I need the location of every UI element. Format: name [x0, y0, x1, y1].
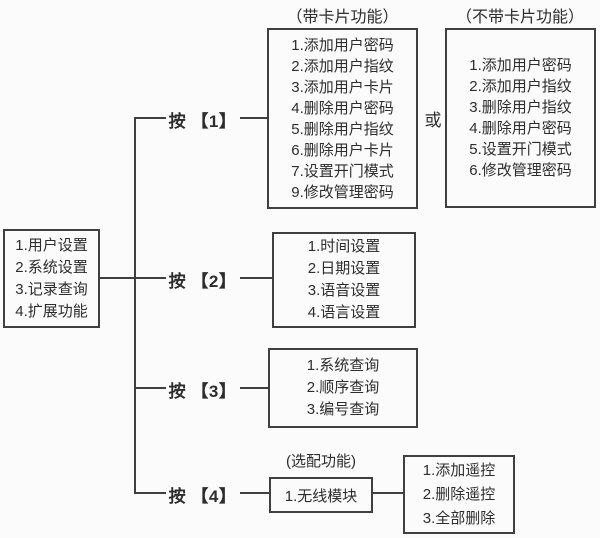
menu-item: 1.添加遥控 — [422, 461, 496, 479]
menu-item: 1.添加用户密码 — [291, 36, 394, 54]
branch-label-press-4: 按 【4】 — [168, 487, 237, 506]
menu-item: 1.添加用户密码 — [469, 57, 572, 74]
menu-item: 2.日期设置 — [307, 260, 381, 277]
menu-item: 2.顺序查询 — [306, 379, 380, 396]
no-card-functions-box: 1.添加用户密码 2.添加用户指纹 3.删除用户指纹 4.删除用户密码 5.设置… — [445, 28, 596, 208]
main-menu-list: 1.用户设置 2.系统设置 3.记录查询 4.扩展功能 — [15, 235, 88, 323]
menu-item: 1.用户设置 — [15, 236, 88, 254]
main-menu-box: 1.用户设置 2.系统设置 3.记录查询 4.扩展功能 — [3, 229, 100, 328]
branch2-right-line — [240, 277, 272, 279]
menu-item: 3.添加用户卡片 — [291, 78, 394, 96]
menu-item: 4.删除用户密码 — [469, 120, 572, 137]
branch2-left-line — [136, 277, 166, 279]
branch1-left-line — [136, 117, 166, 119]
menu-item: 9.修改管理密码 — [291, 183, 394, 201]
record-query-list: 1.系统查询 2.顺序查询 3.编号查询 — [307, 355, 380, 421]
wireless-module-label: 1.无线模块 — [284, 487, 358, 505]
branch1-right-line — [240, 117, 267, 119]
menu-item: 3.全部删除 — [422, 509, 496, 527]
card-functions-header: （带卡片功能） — [286, 9, 399, 26]
main-menu-connector-line — [100, 277, 135, 279]
menu-item: 4.扩展功能 — [15, 302, 88, 320]
menu-item: 3.删除用户指纹 — [469, 99, 572, 116]
menu-item: 3.记录查询 — [15, 280, 88, 298]
menu-item: 2.系统设置 — [15, 258, 88, 276]
system-settings-box: 1.时间设置 2.日期设置 3.语音设置 4.语言设置 — [272, 232, 416, 328]
menu-item: 5.设置开门模式 — [469, 141, 572, 158]
system-settings-list: 1.时间设置 2.日期设置 3.语音设置 4.语言设置 — [308, 236, 381, 324]
no-card-functions-list: 1.添加用户密码 2.添加用户指纹 3.删除用户指纹 4.删除用户密码 5.设置… — [469, 55, 572, 181]
menu-item: 5.删除用户指纹 — [291, 120, 394, 138]
wireless-module-box: 1.无线模块 — [269, 477, 373, 513]
menu-item: 6.修改管理密码 — [469, 162, 572, 179]
optional-function-header: (选配功能) — [286, 453, 356, 470]
branch3-right-line — [240, 387, 268, 389]
branch-label-press-2: 按 【2】 — [168, 272, 237, 291]
menu-item: 1.系统查询 — [306, 357, 380, 374]
menu-item: 2.添加用户指纹 — [291, 57, 394, 75]
record-query-box: 1.系统查询 2.顺序查询 3.编号查询 — [268, 348, 418, 428]
branch4-right-line — [240, 492, 269, 494]
trunk-line — [134, 117, 136, 494]
branch-label-press-3: 按 【3】 — [168, 382, 237, 401]
menu-item: 6.删除用户卡片 — [291, 141, 394, 159]
menu-item: 4.语言设置 — [307, 304, 381, 321]
menu-item: 2.删除遥控 — [422, 485, 496, 503]
no-card-functions-header: （不带卡片功能） — [455, 9, 584, 26]
or-label: 或 — [424, 111, 442, 130]
menu-item: 3.语音设置 — [307, 282, 381, 299]
branch4-left-line — [136, 492, 166, 494]
card-functions-box: 1.添加用户密码 2.添加用户指纹 3.添加用户卡片 4.删除用户密码 5.删除… — [267, 28, 418, 209]
remote-control-list: 1.添加遥控 2.删除遥控 3.全部删除 — [423, 459, 496, 531]
menu-item: 1.时间设置 — [307, 238, 381, 255]
module-remote-connector-line — [373, 492, 403, 494]
branch3-left-line — [136, 387, 166, 389]
menu-item: 3.编号查询 — [306, 401, 380, 418]
branch-label-press-1: 按 【1】 — [168, 112, 237, 131]
menu-item: 4.删除用户密码 — [291, 99, 394, 117]
card-functions-list: 1.添加用户密码 2.添加用户指纹 3.添加用户卡片 4.删除用户密码 5.删除… — [291, 35, 394, 203]
menu-item: 7.设置开门模式 — [291, 162, 394, 180]
menu-item: 2.添加用户指纹 — [469, 78, 572, 95]
remote-control-box: 1.添加遥控 2.删除遥控 3.全部删除 — [403, 455, 515, 534]
